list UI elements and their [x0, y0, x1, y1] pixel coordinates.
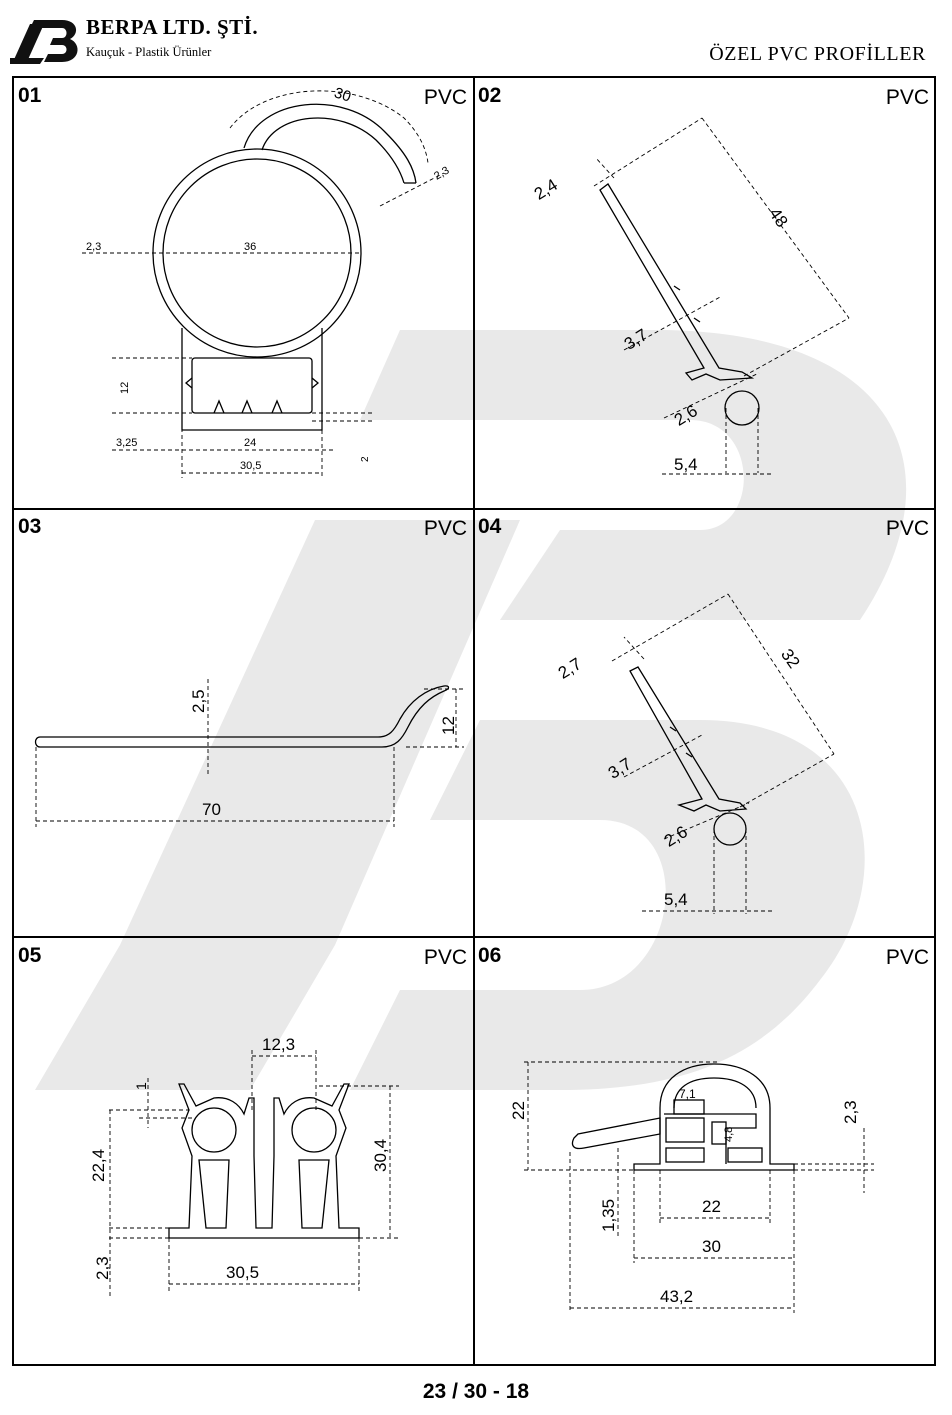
dim-01-base-inner: 24	[244, 437, 256, 449]
profile-number: 06	[478, 944, 502, 967]
profile-cell-02: 2,4 48 3,7 2,6 5,4 02 PVC	[474, 78, 936, 508]
profile-cell-03: 2,5 12 70 03 PVC	[14, 509, 474, 937]
grid-divider	[14, 936, 934, 938]
company-tagline: Kauçuk - Plastik Ürünler	[86, 45, 212, 59]
dim-01-base-height: 12	[119, 382, 131, 394]
profile-cell-06: 22 7,1 4,8 2,3 1,35 22 30 43,2 06 PVC	[474, 938, 936, 1366]
dim-01-base-outer: 30,5	[240, 460, 261, 472]
dim-01-base-step: 2	[360, 456, 371, 462]
dim-01-arc: 30	[332, 84, 353, 105]
dim-02-bulb-width: 5,4	[674, 455, 698, 474]
berpa-logo-icon	[10, 20, 78, 64]
profile-material: PVC	[423, 517, 467, 540]
profile-drawing-06: 22 7,1 4,8 2,3 1,35 22 30 43,2	[509, 1061, 874, 1313]
profile-drawing-04: 2,7 32 3,7 2,6 5,4	[555, 593, 835, 914]
dim-04-bulb-width: 5,4	[664, 890, 688, 909]
dim-05-gap: 12,3	[262, 1035, 295, 1054]
document-title: ÖZEL PVC PROFİLLER	[709, 43, 926, 65]
dim-01-diameter: 36	[244, 241, 256, 253]
dim-06-inner-width: 22	[702, 1197, 721, 1216]
dim-01-wall: 2,3	[86, 241, 101, 253]
dim-06-mid-width: 30	[702, 1237, 721, 1256]
dim-05-total-height: 30,4	[371, 1139, 390, 1172]
profile-cell-04: 2,7 32 3,7 2,6 5,4 04 PVC	[474, 509, 936, 937]
profile-drawing-03: 2,5 12 70	[34, 679, 464, 827]
profile-number: 04	[478, 515, 502, 538]
dim-05-base-thickness: 2,3	[93, 1256, 112, 1280]
page-number: 23 / 30 - 18	[422, 1380, 530, 1403]
profile-cell-05: 12,3 1 22,4 30,4 2,3 30,5 05 PVC	[14, 938, 474, 1366]
dim-03-length: 70	[202, 800, 221, 819]
profile-number: 03	[18, 515, 42, 538]
dim-06-foot: 1,35	[599, 1199, 618, 1232]
grid-divider	[14, 508, 934, 510]
dim-04-top-width: 2,7	[555, 654, 585, 683]
profile-material: PVC	[885, 517, 929, 540]
company-name: BERPA LTD. ŞTİ.	[86, 15, 259, 39]
profile-material: PVC	[885, 946, 929, 969]
dim-05-lip: 1	[133, 1082, 149, 1090]
dim-03-thickness: 2,5	[189, 689, 208, 713]
dim-05-body-height: 22,4	[89, 1149, 108, 1182]
dim-01-arc-thickness: 2,3	[432, 165, 451, 183]
profile-drawing-02: 2,4 48 3,7 2,6 5,4	[531, 117, 850, 475]
dim-02-bulb-neck: 2,6	[671, 401, 701, 430]
dim-04-length: 32	[777, 645, 803, 671]
profile-material: PVC	[423, 946, 467, 969]
profile-grid: 30 2,3 2,3 36 12 3,25 24 30,5 2 01 PVC	[12, 76, 936, 1366]
dim-03-lip-height: 12	[439, 716, 458, 735]
dim-01-base-offset: 3,25	[116, 437, 137, 449]
dim-04-mid-width: 3,7	[605, 754, 635, 783]
dim-04-bulb-neck: 2,6	[661, 822, 691, 851]
profile-number: 05	[18, 944, 42, 967]
dim-06-flange: 2,3	[841, 1100, 860, 1124]
dim-06-height: 22	[509, 1101, 528, 1120]
dim-02-top-width: 2,4	[531, 175, 561, 204]
profile-number: 02	[478, 84, 502, 107]
dim-06-slot: 4,8	[723, 1127, 735, 1142]
grid-divider	[473, 78, 475, 1364]
dim-06-inner-tab: 7,1	[679, 1087, 696, 1101]
dim-06-total-width: 43,2	[660, 1287, 693, 1306]
dim-02-length: 48	[765, 204, 791, 230]
profile-material: PVC	[423, 86, 467, 109]
profile-drawing-05: 12,3 1 22,4 30,4 2,3 30,5	[89, 1035, 399, 1298]
profile-drawing-01: 30 2,3 2,3 36 12 3,25 24 30,5 2	[82, 84, 451, 478]
dim-05-base-width: 30,5	[226, 1263, 259, 1282]
profile-number: 01	[18, 84, 42, 107]
profile-cell-01: 30 2,3 2,3 36 12 3,25 24 30,5 2 01 PVC	[14, 78, 474, 508]
profile-material: PVC	[885, 86, 929, 109]
